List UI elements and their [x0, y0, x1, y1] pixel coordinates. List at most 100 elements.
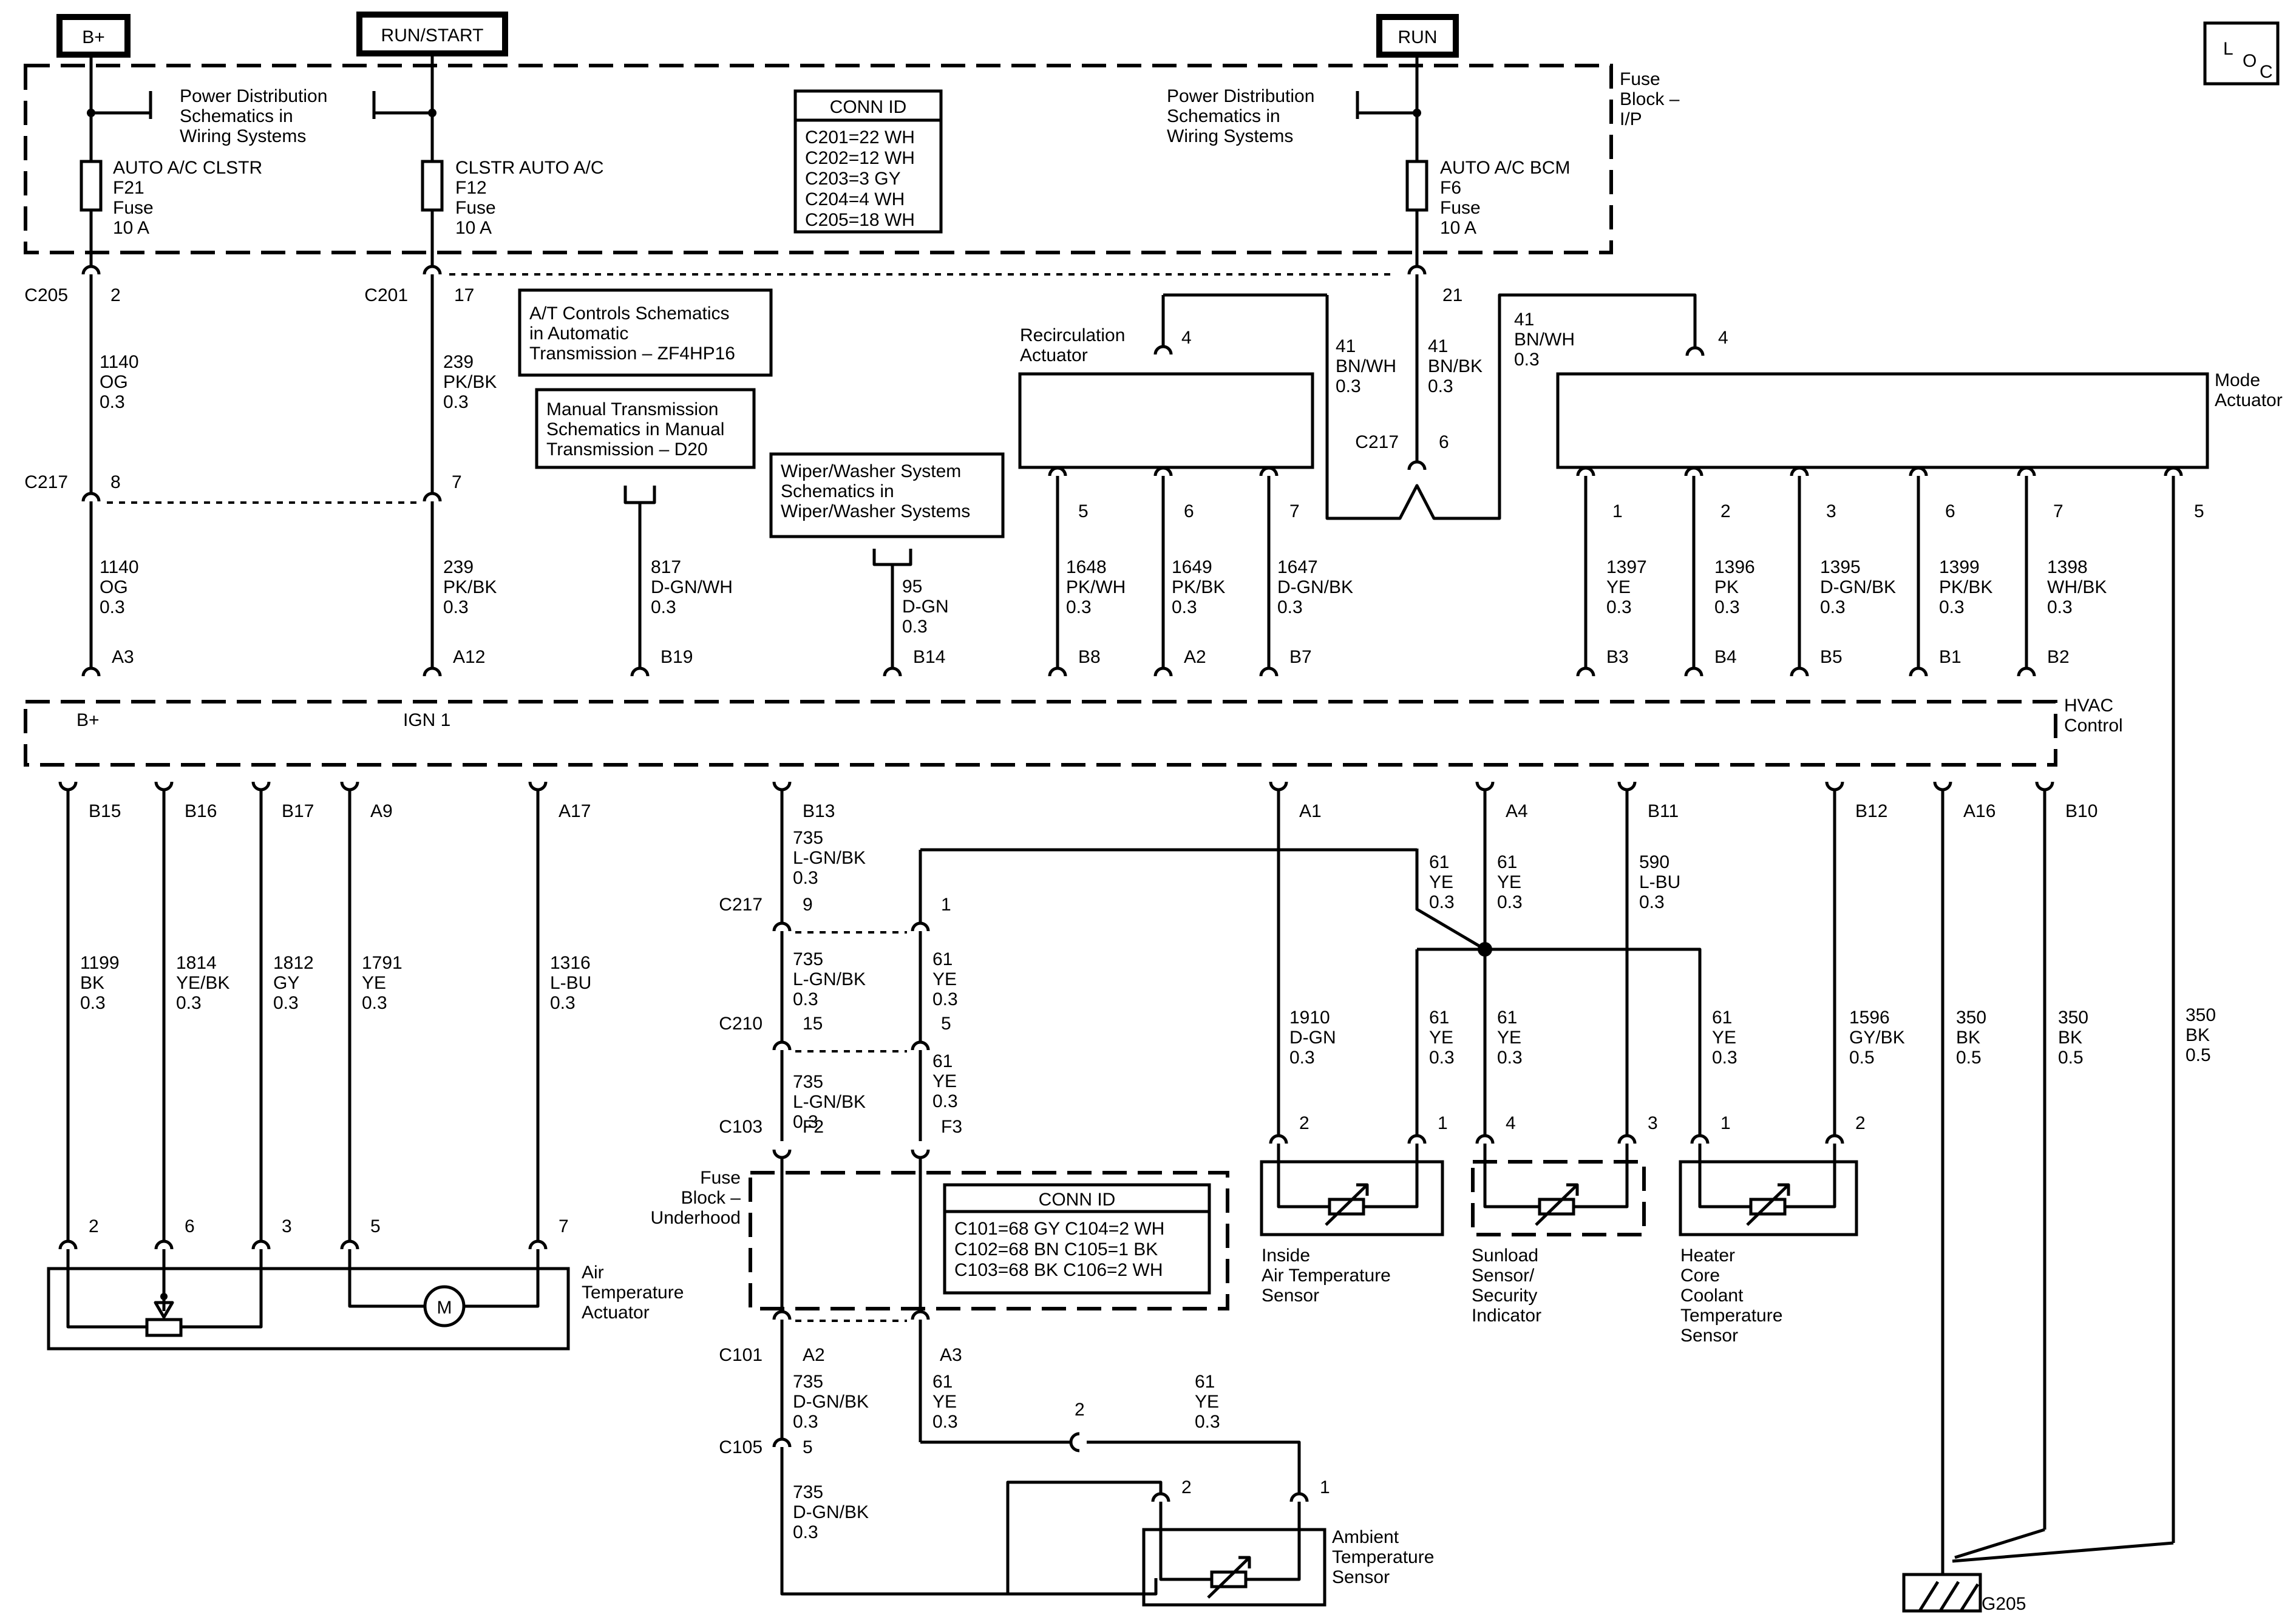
- wire-label: PK/BK: [443, 372, 497, 392]
- pin-label: B2: [2047, 647, 2070, 667]
- terminal: [1269, 781, 1288, 792]
- ref-bracket: [623, 486, 656, 504]
- wire-label: 817: [651, 557, 681, 577]
- terminal: [1685, 346, 1705, 356]
- terminal: [1576, 666, 1595, 677]
- fuse-f12-label: Fuse: [455, 198, 496, 218]
- wire-label: YE: [362, 973, 386, 993]
- at-ref: in Automatic: [529, 324, 628, 344]
- pin-label: 4: [1181, 328, 1192, 348]
- thermistor: [1210, 1570, 1248, 1588]
- wire-label: 0.3: [1606, 597, 1632, 617]
- wire-label: L-GN/BK: [793, 1092, 866, 1112]
- pin-label: 7: [1289, 501, 1300, 521]
- terminal: [81, 666, 101, 677]
- terminal: [528, 1239, 548, 1250]
- wire-label: D-GN/BK: [793, 1392, 869, 1412]
- bplus-source: [56, 14, 131, 58]
- terminal: [423, 666, 442, 677]
- inside-air-temperature-sensor: [1260, 1160, 1444, 1236]
- wire-label: 0.3: [1939, 597, 1965, 617]
- conn-id-ip-row: C202=12 WH: [805, 148, 915, 168]
- fuse-block-uh-label: Underhood: [651, 1208, 741, 1228]
- wire-label: 0.3: [793, 989, 818, 1009]
- terminal: [630, 666, 650, 677]
- wire-label: YE/BK: [176, 973, 229, 993]
- terminal: [1825, 781, 1844, 792]
- terminal: [58, 781, 78, 792]
- wire-41: [1325, 293, 1697, 520]
- wire-label: 0.3: [932, 1412, 958, 1432]
- wire-label: BK: [2186, 1025, 2210, 1045]
- wire-label: L-BU: [1639, 872, 1680, 892]
- heater-label: Coolant: [1680, 1286, 1744, 1306]
- pin-label: 3: [1826, 501, 1836, 521]
- heater-label: Temperature: [1680, 1306, 1782, 1326]
- terminal: [1048, 666, 1067, 677]
- ambient-label: Sensor: [1332, 1567, 1390, 1587]
- bplus-source-label: B+: [82, 27, 105, 47]
- ww-ref: Wiper/Washer Systems: [781, 501, 970, 521]
- ground-symbol: [1912, 1564, 1980, 1612]
- wire-label: 1647: [1277, 557, 1318, 577]
- wire-label: 0.3: [80, 993, 106, 1013]
- wire-label: 0.3: [1172, 597, 1197, 617]
- potentiometer: [145, 1318, 183, 1337]
- terminal: [1684, 466, 1703, 476]
- terminal: [2164, 466, 2183, 476]
- wire: [1698, 1144, 1836, 1209]
- terminal: [1153, 345, 1173, 355]
- mt-ref-box: [535, 388, 756, 469]
- wire-label: 61: [932, 1372, 953, 1392]
- wire-label: 590: [1639, 852, 1669, 872]
- wire-61: [1087, 1440, 1301, 1493]
- pin-label: F3: [941, 1117, 962, 1137]
- wire-label: 1814: [176, 953, 217, 973]
- wire-label: OG: [100, 372, 128, 392]
- terminal: [1909, 466, 1928, 476]
- recirc-label: Recirculation: [1020, 325, 1125, 345]
- wire-label: 0.3: [100, 392, 125, 412]
- pin-label: B5: [1820, 647, 1843, 667]
- terminal: [423, 492, 442, 502]
- hvac-label: Control: [2064, 716, 2123, 736]
- wire-label: 0.3: [273, 993, 299, 1013]
- hvac-bplus: B+: [76, 710, 100, 730]
- terminal: [154, 781, 174, 792]
- terminal: [772, 1310, 792, 1320]
- wire-label: PK/BK: [443, 577, 497, 597]
- pin-label: A9: [370, 801, 393, 821]
- terminal: [772, 1437, 792, 1448]
- connector-label: C103: [719, 1117, 763, 1137]
- pin-label: 2: [1181, 1477, 1192, 1497]
- terminal: [883, 666, 902, 677]
- mt-ref: Transmission – D20: [546, 439, 708, 459]
- wire-label: 0.3: [1428, 376, 1453, 396]
- conn-id-ip-row: C203=3 GY: [805, 169, 901, 189]
- wire-label: YE: [1429, 872, 1453, 892]
- wire-label: 0.3: [443, 392, 469, 412]
- fuse-block-uh-label: Fuse: [700, 1168, 741, 1188]
- wire-label: PK/WH: [1066, 577, 1126, 597]
- pin-label: A2: [803, 1345, 825, 1365]
- terminal: [2017, 666, 2036, 677]
- wire-label: 0.3: [1497, 892, 1523, 912]
- wire-label: 0.3: [793, 1112, 818, 1132]
- wire-label: 0.5: [2186, 1045, 2211, 1065]
- heater-label: Heater: [1680, 1246, 1735, 1266]
- wire-label: 41: [1514, 310, 1534, 330]
- pin-label: 3: [282, 1216, 292, 1236]
- wire-label: 0.5: [1956, 1048, 1982, 1068]
- mode-label: Mode: [2215, 370, 2260, 390]
- pin-label: 5: [803, 1437, 813, 1457]
- pin-label: 1: [1320, 1477, 1330, 1497]
- wire-label: OG: [100, 577, 128, 597]
- wire-label: 0.3: [793, 1522, 818, 1542]
- wire-label: 1397: [1606, 557, 1647, 577]
- connector-label: C205: [24, 285, 68, 305]
- wire-label: 1399: [1939, 557, 1980, 577]
- pin-label: 15: [803, 1014, 823, 1034]
- thermistor: [1328, 1198, 1365, 1216]
- wire-label: 1791: [362, 953, 402, 973]
- fuse-f6-label: AUTO A/C BCM: [1440, 158, 1570, 178]
